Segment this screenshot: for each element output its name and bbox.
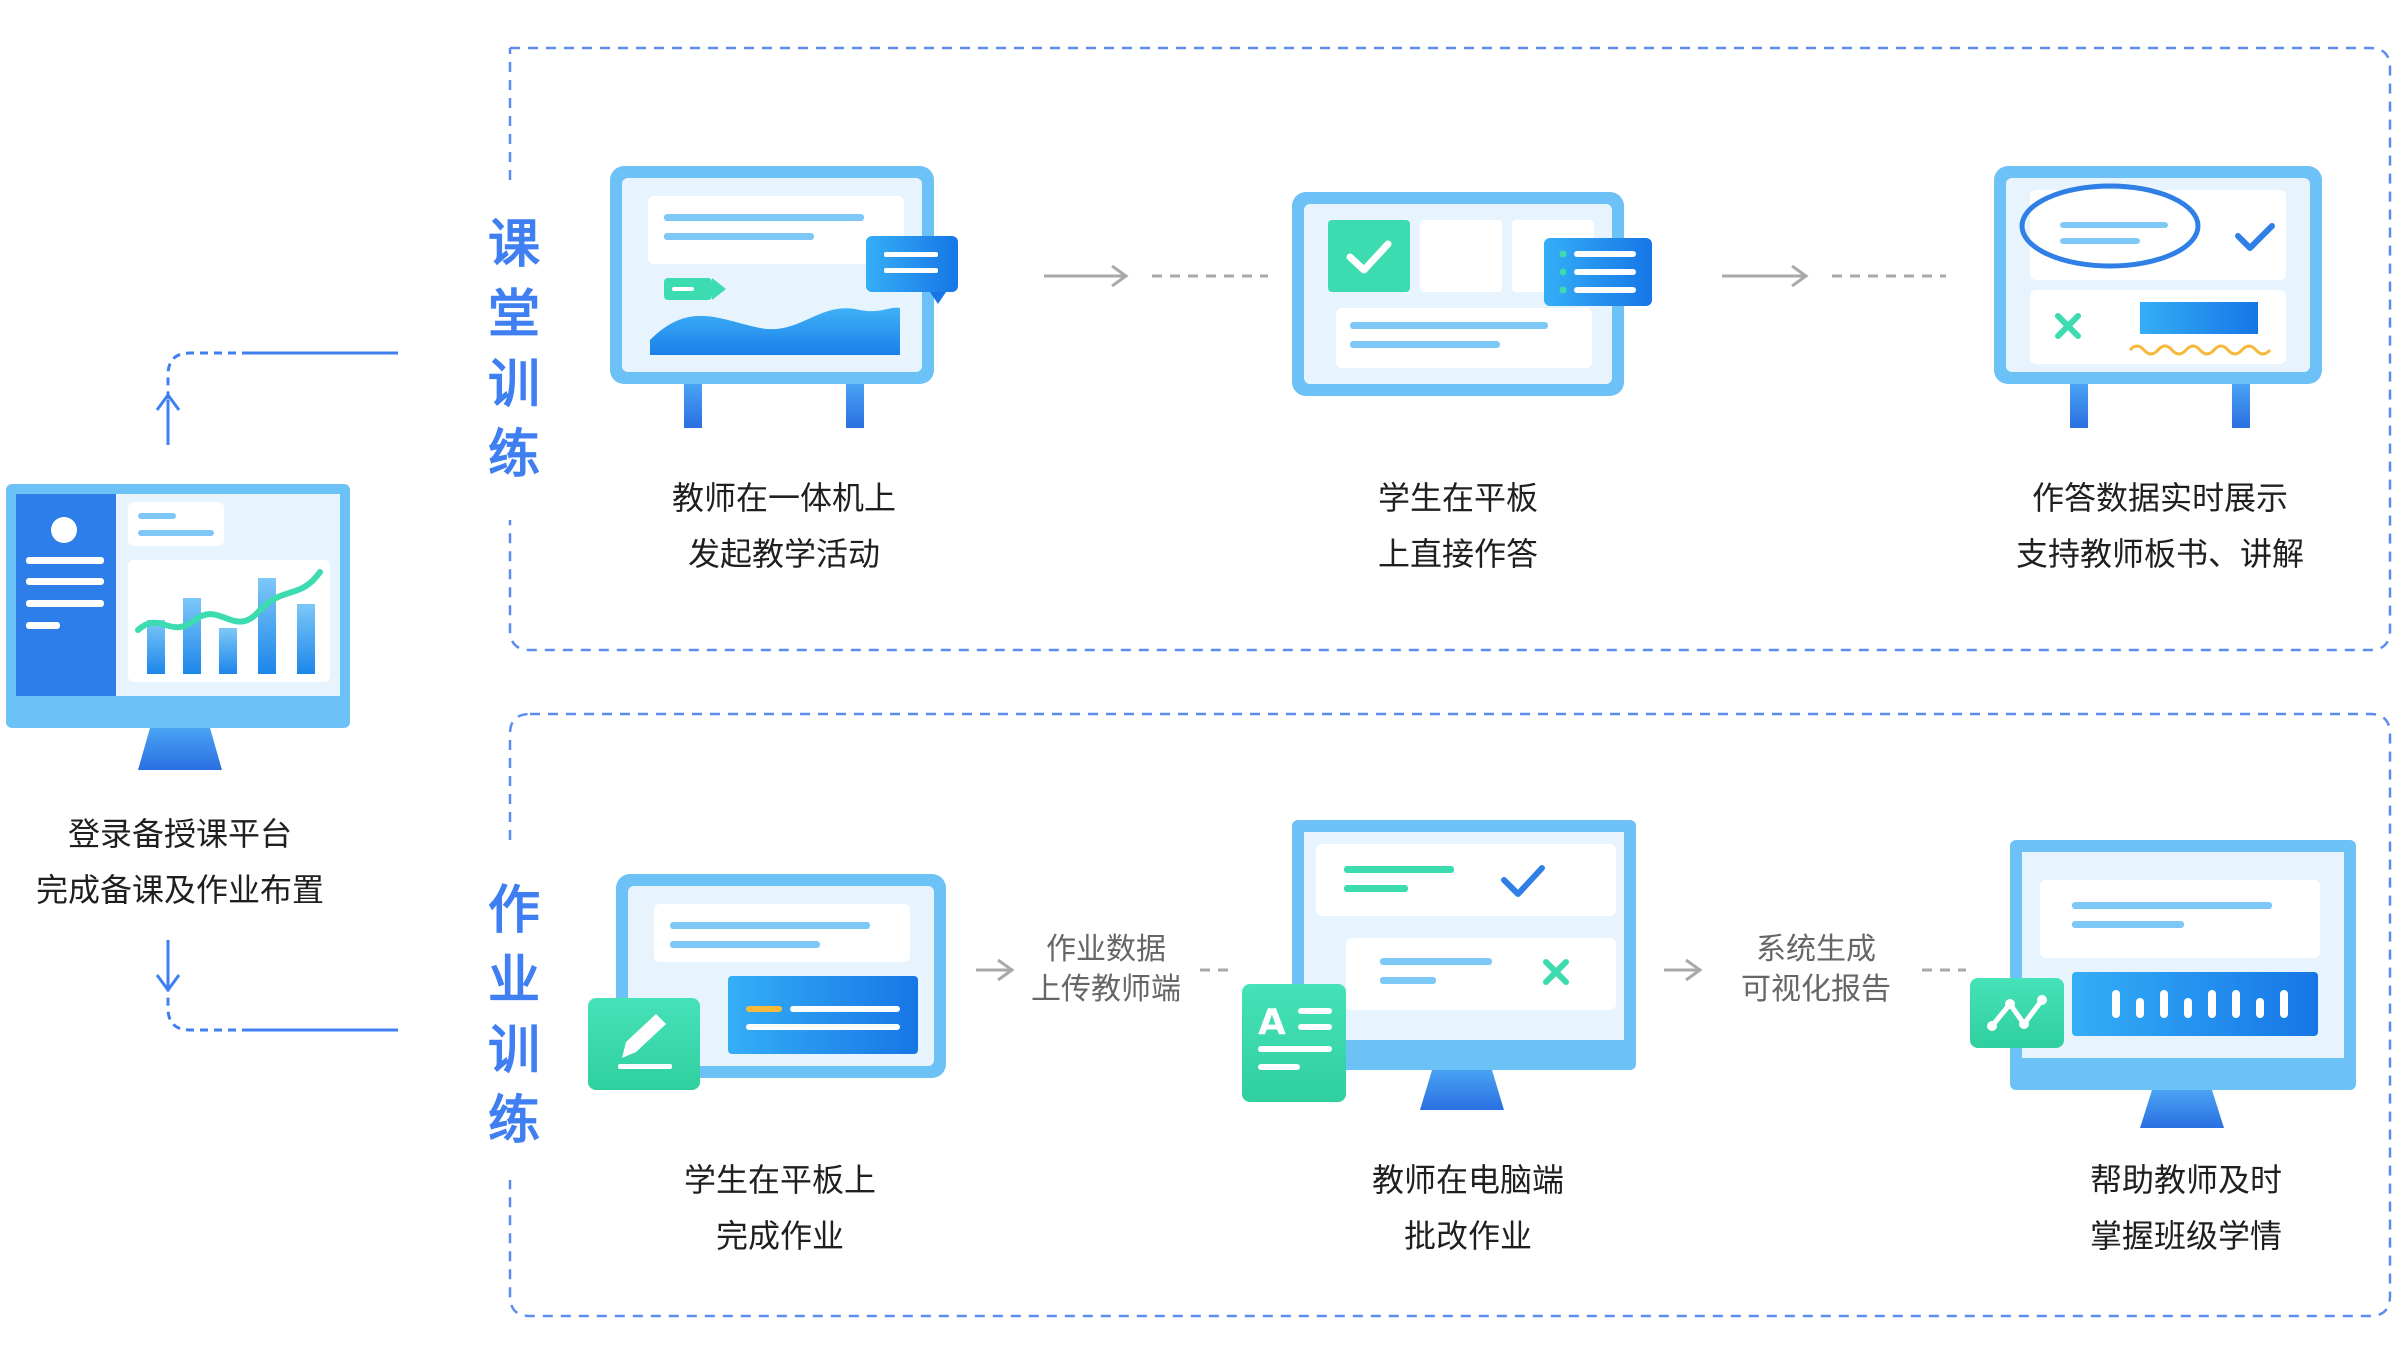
homework-step-2-caption: 教师在电脑端 批改作业 [1288, 1152, 1648, 1264]
caption-line: 学生在平板上 [683, 1161, 876, 1199]
arrow-gray-icon [1722, 264, 1946, 288]
left-branch-up [155, 351, 398, 445]
homework-monitor-icon [1292, 820, 1636, 1110]
homework-step-3-caption: 帮助教师及时 掌握班级学情 [2006, 1152, 2366, 1264]
report-monitor-icon [2010, 840, 2356, 1128]
caption-line: 批改作业 [1403, 1217, 1532, 1255]
svg-text:A: A [1258, 1002, 1286, 1043]
arrow-gray-icon [976, 958, 1232, 982]
caption-line: 支持教师板书、讲解 [2015, 535, 2304, 573]
connector-label-line: 上传教师端 [1031, 972, 1181, 1007]
caption-line: 教师在一体机上 [671, 479, 896, 517]
classroom-tablet-icon [1292, 192, 1624, 396]
homework-section-title: 作 业 训 练 [474, 876, 554, 1156]
connector-label-report: 系统生成 可视化报告 [1726, 930, 1906, 1010]
connector-label-upload: 作业数据 上传教师端 [1016, 930, 1196, 1010]
caption-line: 上直接作答 [1377, 535, 1538, 573]
caption-line: 完成作业 [715, 1217, 844, 1255]
classroom-title-char: 堂 [487, 285, 540, 345]
caption-line: 作答数据实时展示 [2031, 479, 2288, 517]
left-caption: 登录备授课平台 完成备课及作业布置 [0, 806, 360, 918]
classroom-section-title: 课 堂 训 练 [474, 210, 554, 490]
classroom-title-char: 训 [487, 355, 540, 415]
left-caption-line-2: 完成备课及作业布置 [35, 871, 324, 909]
homework-title-char: 练 [487, 1091, 540, 1151]
classroom-title-char: 课 [487, 215, 540, 275]
classroom-results-board-icon [1994, 166, 2322, 428]
message-icon [866, 236, 958, 304]
classroom-step-2-caption: 学生在平板 上直接作答 [1278, 470, 1638, 582]
homework-title-char: 业 [487, 951, 540, 1011]
arrow-gray-icon [1664, 958, 1966, 982]
classroom-step-3-caption: 作答数据实时展示 支持教师板书、讲解 [1980, 470, 2340, 582]
platform-monitor-icon [6, 484, 350, 770]
left-branch-down [155, 940, 398, 1032]
connector-label-line: 作业数据 [1046, 932, 1166, 967]
arrow-gray-icon [1044, 264, 1268, 288]
homework-title-char: 作 [487, 881, 540, 941]
caption-line: 学生在平板 [1377, 479, 1538, 517]
trend-icon [1970, 978, 2064, 1048]
caption-line: 帮助教师及时 [2089, 1161, 2282, 1199]
homework-section-frame [508, 712, 2392, 1318]
caption-line: 教师在电脑端 [1371, 1161, 1564, 1199]
homework-step-1-caption: 学生在平板上 完成作业 [600, 1152, 960, 1264]
classroom-whiteboard-icon [610, 166, 934, 428]
connector-label-line: 系统生成 [1756, 932, 1876, 967]
list-icon [1544, 238, 1652, 306]
caption-line: 发起教学活动 [687, 535, 880, 573]
text-format-icon: A [1242, 984, 1346, 1102]
caption-line: 掌握班级学情 [2089, 1217, 2282, 1255]
left-caption-line-1: 登录备授课平台 [67, 815, 292, 853]
pen-icon [588, 998, 700, 1090]
classroom-section-frame [508, 46, 2392, 652]
classroom-step-1-caption: 教师在一体机上 发起教学活动 [604, 470, 964, 582]
homework-title-char: 训 [487, 1021, 540, 1081]
classroom-title-char: 练 [487, 425, 540, 485]
connector-label-line: 可视化报告 [1741, 972, 1891, 1007]
